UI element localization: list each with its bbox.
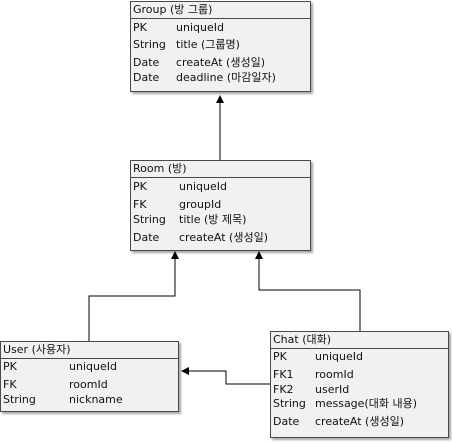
field-key: Date [133, 56, 160, 69]
field-key: FK [3, 378, 17, 391]
field-key: Date [273, 415, 300, 428]
room-field-row: Date createAt (생성일) [131, 231, 310, 245]
field-name: groupId [179, 198, 222, 211]
field-key: FK2 [273, 383, 294, 396]
chat-field-row: Date createAt (생성일) [271, 415, 448, 429]
user-entity-title: User (사용자) [1, 342, 178, 359]
field-key: Date [133, 231, 160, 244]
field-key: PK [273, 350, 287, 363]
field-name: uniqueId [315, 350, 363, 363]
field-key: PK [133, 180, 147, 193]
field-key: PK [3, 360, 17, 373]
group-field-row: Date deadline (마감일자) [131, 71, 310, 85]
field-name: nickname [69, 393, 123, 406]
field-name: deadline (마감일자) [176, 71, 276, 84]
group-entity[interactable]: Group (방 그룹) PK uniqueId String title (그… [130, 1, 311, 92]
room-field-row: String title (방 제목) [131, 213, 310, 227]
user-entity[interactable]: User (사용자) PK uniqueId FK roomId String … [0, 341, 179, 412]
field-name: roomId [69, 378, 108, 391]
group-field-row: String title (그룹명) [131, 38, 310, 52]
field-name: roomId [315, 368, 354, 381]
room-field-row: FK groupId [131, 198, 310, 212]
field-key: PK [133, 21, 147, 34]
field-name: message(대화 내용) [315, 397, 417, 410]
user-field-row: String nickname [1, 393, 178, 407]
field-name: createAt (생성일) [179, 231, 269, 244]
chat-to-room-connector [255, 251, 361, 331]
field-key: FK [133, 198, 147, 211]
field-name: userId [315, 383, 350, 396]
field-name: uniqueId [179, 180, 227, 193]
user-field-row: PK uniqueId [1, 360, 178, 374]
chat-field-row: FK1 roomId [271, 368, 448, 382]
chat-field-row: PK uniqueId [271, 350, 448, 364]
room-entity-title: Room (방) [131, 161, 310, 178]
field-name: title (그룹명) [176, 38, 240, 51]
chat-field-row: String message(대화 내용) [271, 397, 448, 411]
field-key: FK1 [273, 368, 294, 381]
group-field-row: PK uniqueId [131, 21, 310, 35]
field-name: uniqueId [176, 21, 224, 34]
chat-entity-title: Chat (대화) [271, 332, 448, 349]
room-field-row: PK uniqueId [131, 180, 310, 194]
field-name: title (방 제목) [179, 213, 247, 226]
room-entity[interactable]: Room (방) PK uniqueId FK groupId String t… [130, 160, 311, 251]
user-to-room-connector [88, 251, 179, 341]
field-key: String [273, 397, 306, 410]
field-key: String [133, 213, 166, 226]
chat-field-row: FK2 userId [271, 383, 448, 397]
chat-entity[interactable]: Chat (대화) PK uniqueId FK1 roomId FK2 use… [270, 331, 449, 438]
field-key: String [133, 38, 166, 51]
field-key: Date [133, 71, 160, 84]
field-name: createAt (생성일) [176, 56, 266, 69]
user-field-row: FK roomId [1, 378, 178, 392]
group-field-row: Date createAt (생성일) [131, 56, 310, 70]
chat-to-user-connector [181, 367, 271, 385]
field-name: uniqueId [69, 360, 117, 373]
field-name: createAt (생성일) [315, 415, 405, 428]
group-entity-title: Group (방 그룹) [131, 2, 310, 19]
field-key: String [3, 393, 36, 406]
